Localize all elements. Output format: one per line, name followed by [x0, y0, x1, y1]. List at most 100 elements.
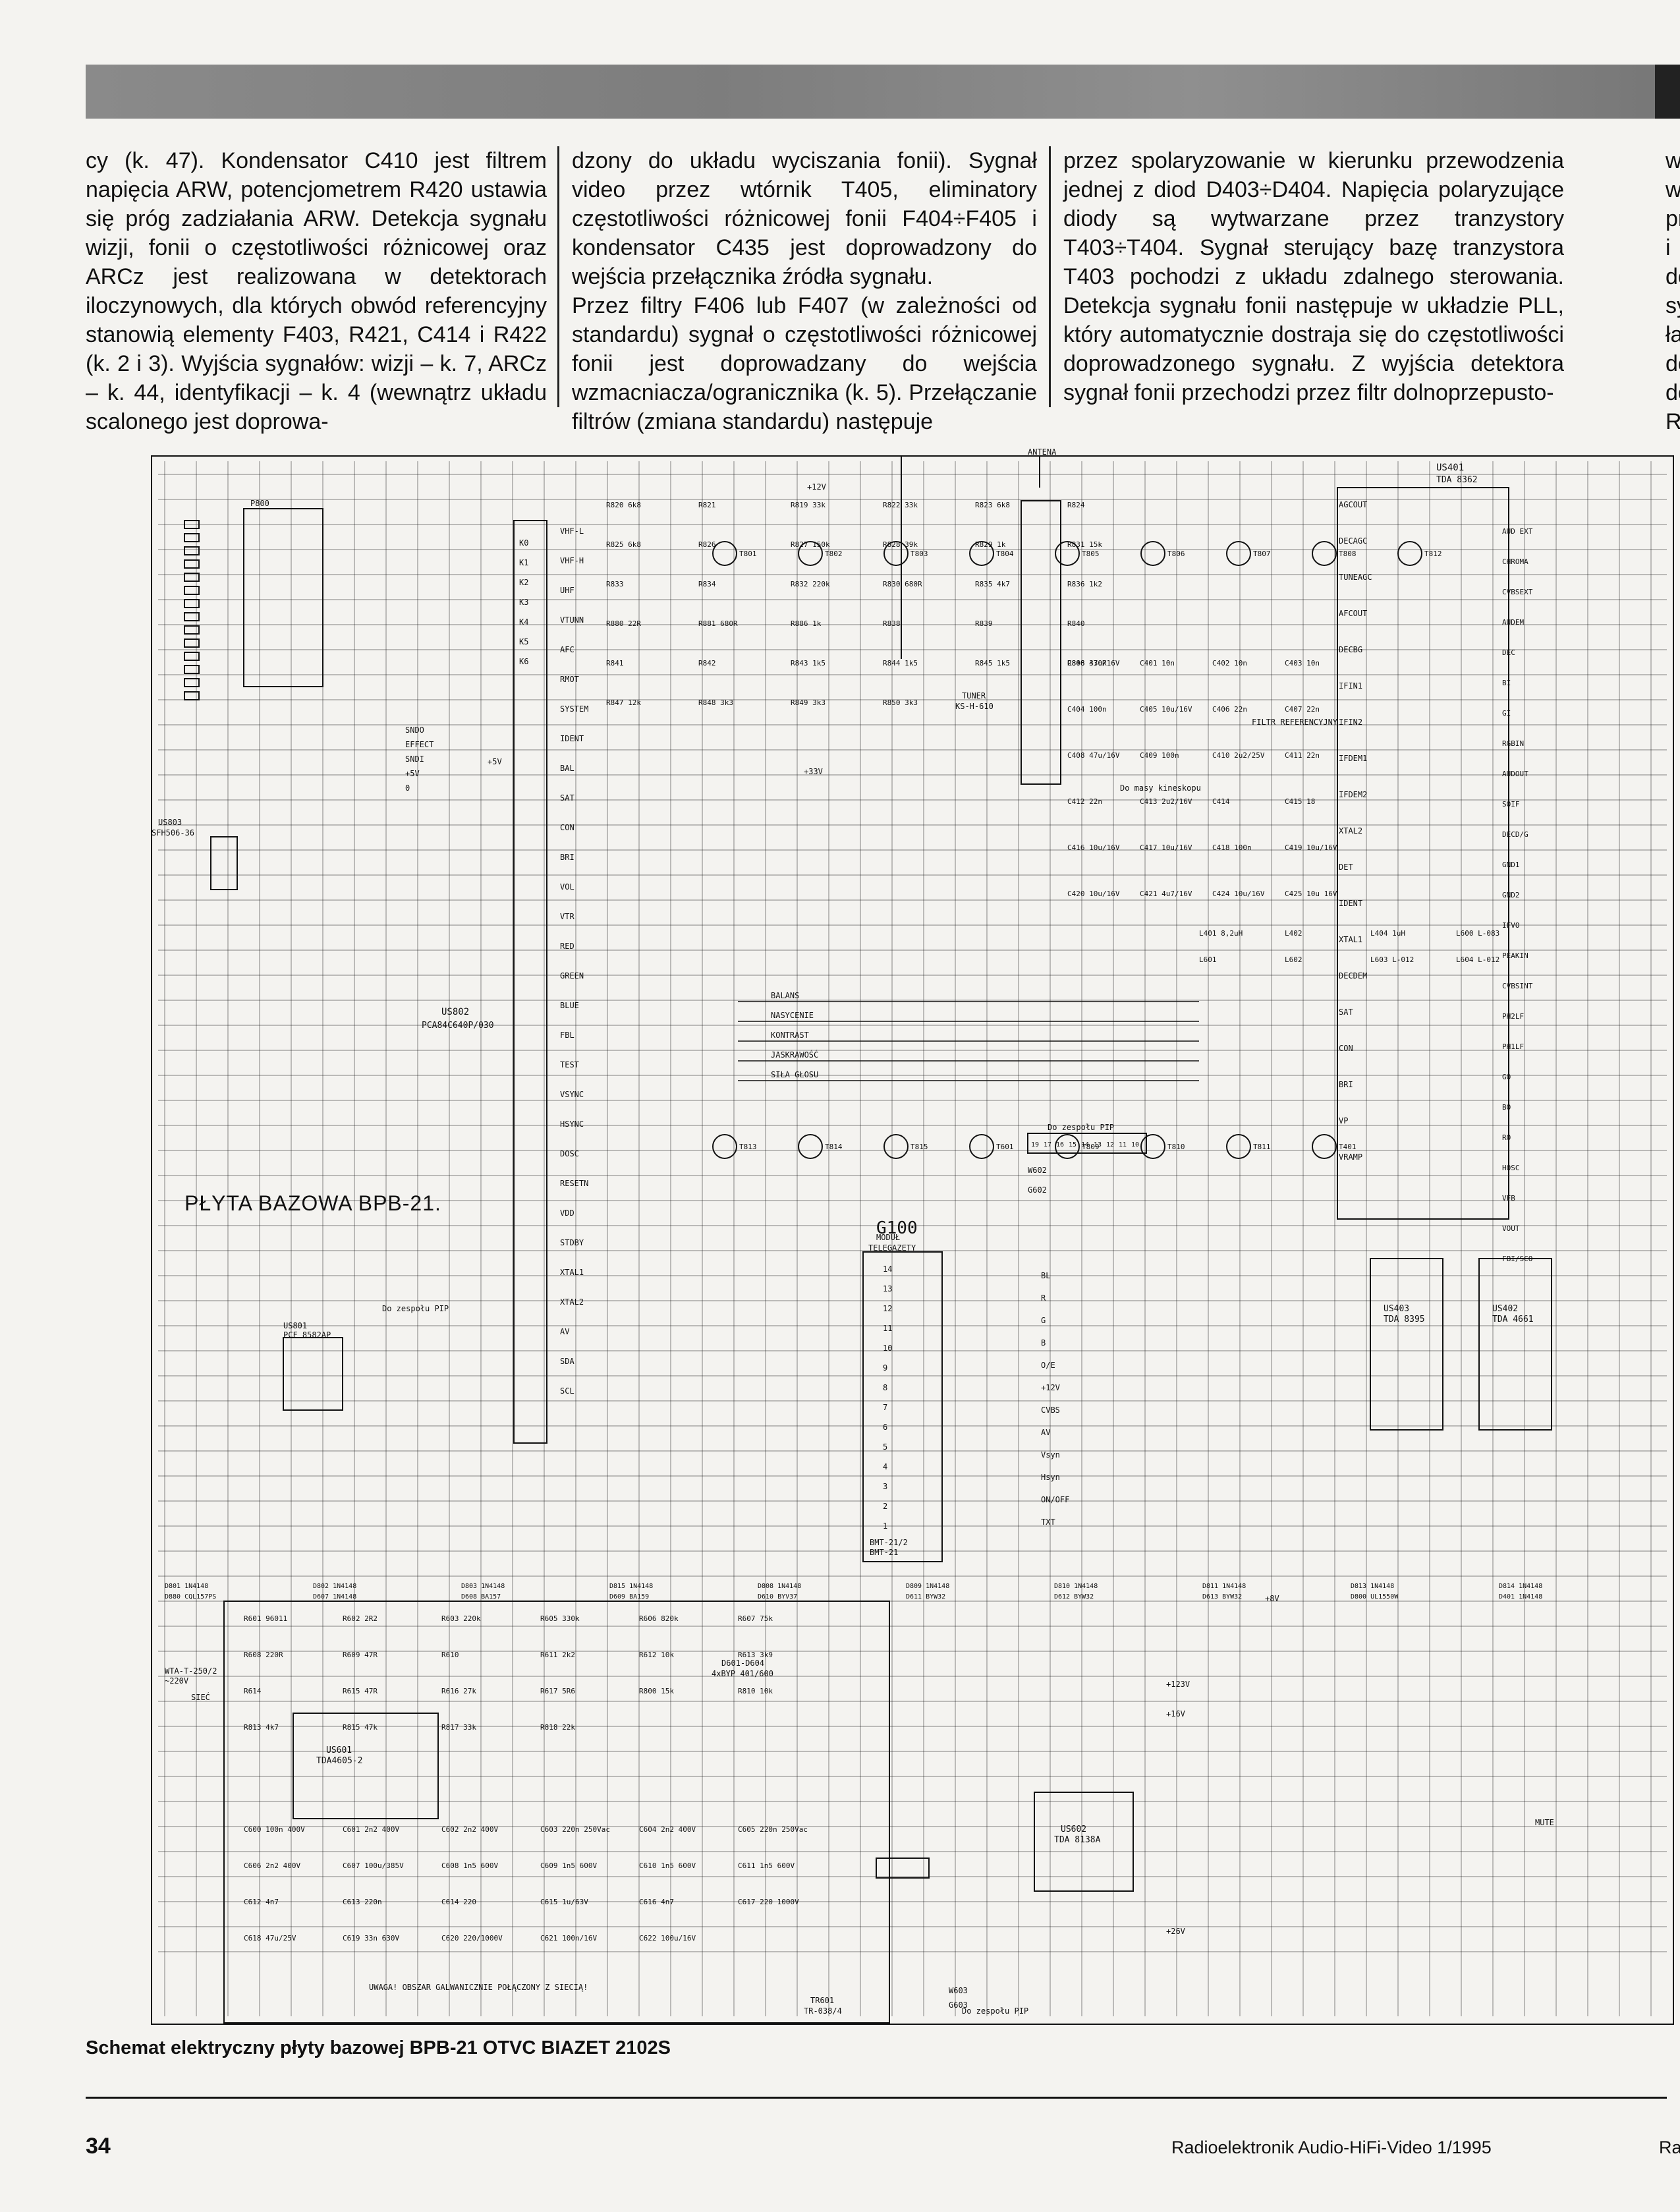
component-label: C620 220/1000V	[441, 1934, 503, 1943]
pin-label: BRI	[560, 853, 574, 862]
column-separator	[557, 146, 559, 407]
component-label: L602	[1285, 955, 1302, 964]
signal-label: AV	[1041, 1428, 1050, 1437]
component-label: T803	[910, 550, 928, 558]
pin-label: ~220V	[165, 1676, 188, 1686]
component-label: D800 UL1550W	[1351, 1593, 1399, 1601]
component-label: R824	[1067, 501, 1085, 509]
pin-label: DECDEM	[1339, 971, 1367, 980]
component-label: T601	[996, 1143, 1014, 1151]
pin-label: BO	[1502, 1103, 1511, 1112]
transformer	[876, 1858, 930, 1879]
next-page-footer-edge: Ra	[1659, 2138, 1680, 2157]
pin-label: UHF	[560, 586, 574, 595]
component-label: C412 22n	[1067, 797, 1102, 806]
pin-label: VP	[1339, 1116, 1348, 1125]
component-label: T806	[1167, 550, 1185, 558]
pin-label: 4xBYP 401/600	[712, 1669, 773, 1678]
component-label: C617 220 1000V	[738, 1898, 799, 1906]
component-label: R849 3k3	[791, 698, 826, 707]
key-switch	[184, 586, 200, 595]
chip-us803	[210, 836, 238, 890]
pin-label: VFB	[1502, 1194, 1515, 1203]
component-label: R833	[606, 580, 624, 588]
pin-label: GND1	[1502, 861, 1520, 869]
pin-label: EFFECT	[405, 740, 434, 749]
component-label: C402 10n	[1212, 659, 1247, 667]
pin-label: K4	[519, 617, 528, 627]
component-label: C424 10u/16V	[1212, 890, 1265, 898]
component-label: R848 3k3	[698, 698, 733, 707]
pin-label: CVBSINT	[1502, 982, 1533, 990]
pin-label: GND2	[1502, 891, 1520, 899]
edge-letter: sy	[1666, 293, 1680, 318]
transistor-symbol	[1055, 541, 1080, 566]
transistor-symbol	[1140, 1134, 1165, 1159]
signal-label: NASYCENIE	[771, 1011, 814, 1020]
component-label: C403 10n	[1285, 659, 1320, 667]
pin-label: RMOT	[560, 675, 579, 684]
component-label: C414	[1212, 797, 1230, 806]
component-label: R608 220R	[244, 1651, 283, 1659]
component-label: R830 680R	[883, 580, 922, 588]
pin-label: 6	[883, 1423, 887, 1432]
pin-label: RED	[560, 942, 574, 951]
component-label: R847 12k	[606, 698, 641, 707]
pin-label: SNDO	[405, 725, 424, 735]
chip-label: US401	[1436, 463, 1464, 473]
component-label: C410 2u2/25V	[1212, 751, 1265, 760]
component-label: C415 18	[1285, 797, 1315, 806]
component-label: D801 1N4148	[165, 1583, 208, 1590]
component-label: R821	[698, 501, 716, 509]
pin-label: 14	[883, 1264, 892, 1274]
component-label: D613 BYW32	[1202, 1593, 1242, 1601]
pin-label: ANTENA	[1028, 448, 1057, 457]
supply-label: +12V	[807, 482, 826, 492]
component-label: T811	[1253, 1143, 1271, 1151]
component-label: C613 220n	[343, 1898, 382, 1906]
signal-label: Vsyn	[1041, 1450, 1060, 1460]
chip-label: US601	[326, 1745, 352, 1755]
transistor-symbol	[712, 1134, 737, 1159]
component-label: T807	[1253, 550, 1271, 558]
page-number: 34	[86, 2134, 111, 2159]
pin-label: RO	[1502, 1133, 1511, 1142]
pin-label: TUNEAGC	[1339, 573, 1372, 582]
component-label: C611 1n5 600V	[738, 1861, 795, 1870]
component-label: R813 4k7	[244, 1723, 279, 1732]
schematic-frame	[151, 455, 1674, 2025]
key-switch	[184, 691, 200, 700]
chip-label: US402	[1492, 1304, 1518, 1314]
component-label: C411 22n	[1285, 751, 1320, 760]
component-label: C621 100n/16V	[540, 1934, 597, 1943]
chip-part-label: TDA 8395	[1384, 1315, 1425, 1324]
chip-us601	[293, 1713, 439, 1819]
adjacent-page-edge	[1655, 65, 1680, 119]
pin-label: K3	[519, 598, 528, 607]
pin-label: VRAMP	[1339, 1152, 1362, 1162]
edge-letter: w	[1666, 148, 1680, 173]
chip-label: US803	[158, 818, 182, 827]
signal-label: ON/OFF	[1041, 1495, 1069, 1504]
circuit-schematic: US802PCA84C640P/030K0K1K2K3K4K5K6SNDOEFF…	[151, 448, 1674, 2025]
pin-label: 0	[405, 783, 410, 793]
pin-label: 14	[1081, 1141, 1089, 1149]
pin-label: K5	[519, 637, 528, 646]
pin-label: 10	[1131, 1141, 1139, 1149]
key-switch	[184, 678, 200, 687]
component-label: D810 1N4148	[1054, 1583, 1098, 1590]
component-label: C421 4u7/16V	[1140, 890, 1192, 898]
component-label: R831 15k	[1067, 540, 1102, 549]
transistor-symbol	[798, 541, 823, 566]
component-label: C600 100n 400V	[244, 1825, 305, 1834]
signal-label: BL	[1041, 1271, 1050, 1280]
edge-letter: pr	[1666, 206, 1680, 231]
component-label: R829 1k	[975, 540, 1006, 549]
pin-label: +5V	[405, 769, 420, 778]
chip-us602	[1034, 1792, 1134, 1892]
component-label: D612 BYW32	[1054, 1593, 1094, 1601]
transistor-symbol	[1140, 541, 1165, 566]
component-label: D607 1N4148	[313, 1593, 356, 1601]
pin-label: IFIN1	[1339, 681, 1362, 691]
component-label: R842	[698, 659, 716, 667]
